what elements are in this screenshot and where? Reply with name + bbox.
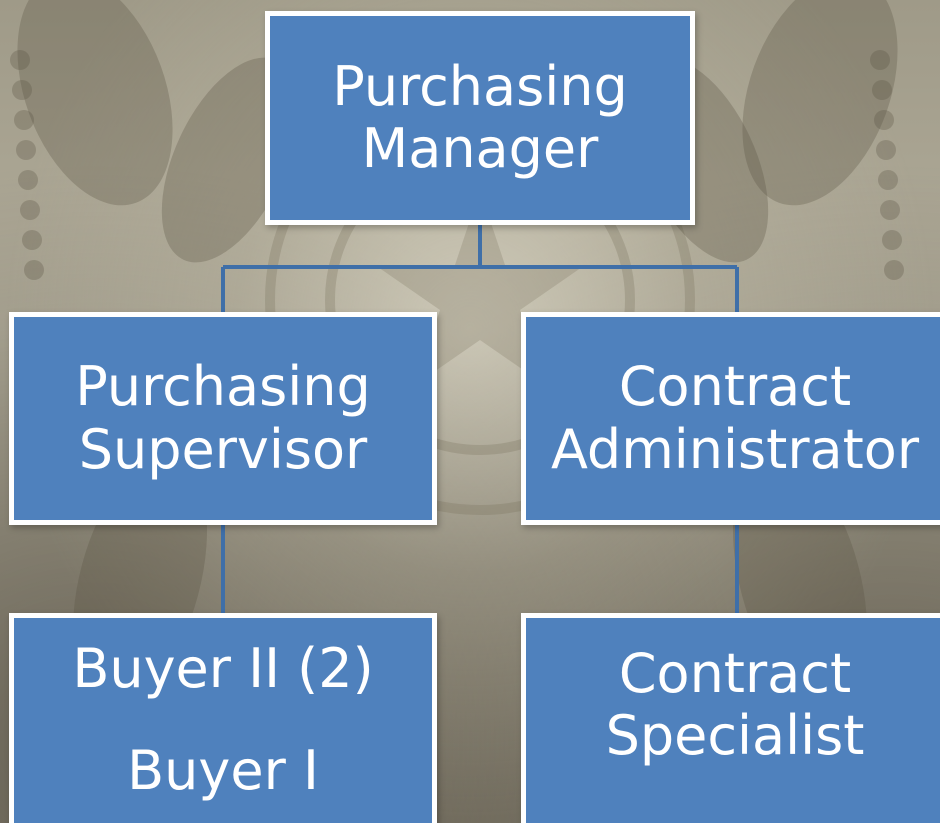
node-purchasing-supervisor: Purchasing Supervisor [9, 312, 437, 525]
node-label-line1: Contract [618, 642, 852, 705]
node-label-line2: Supervisor [78, 417, 368, 481]
node-buyers: Buyer II (2) Buyer I [9, 613, 437, 823]
node-label-line1: Contract [618, 355, 852, 419]
node-label-line2: Manager [361, 117, 599, 180]
node-label-line1: Purchasing [75, 355, 371, 419]
node-purchasing-manager: Purchasing Manager [265, 11, 695, 225]
node-label-line1: Purchasing [332, 54, 628, 118]
node-label-line2: Buyer I [127, 739, 319, 803]
node-label-line1: Buyer II (2) [72, 637, 374, 700]
node-label-line2: Specialist [605, 704, 865, 768]
node-label-line2: Administrator [550, 417, 920, 481]
star-emblem-icon [375, 190, 585, 385]
node-contract-administrator: Contract Administrator [521, 312, 940, 525]
node-contract-specialist: Contract Specialist [521, 613, 940, 823]
